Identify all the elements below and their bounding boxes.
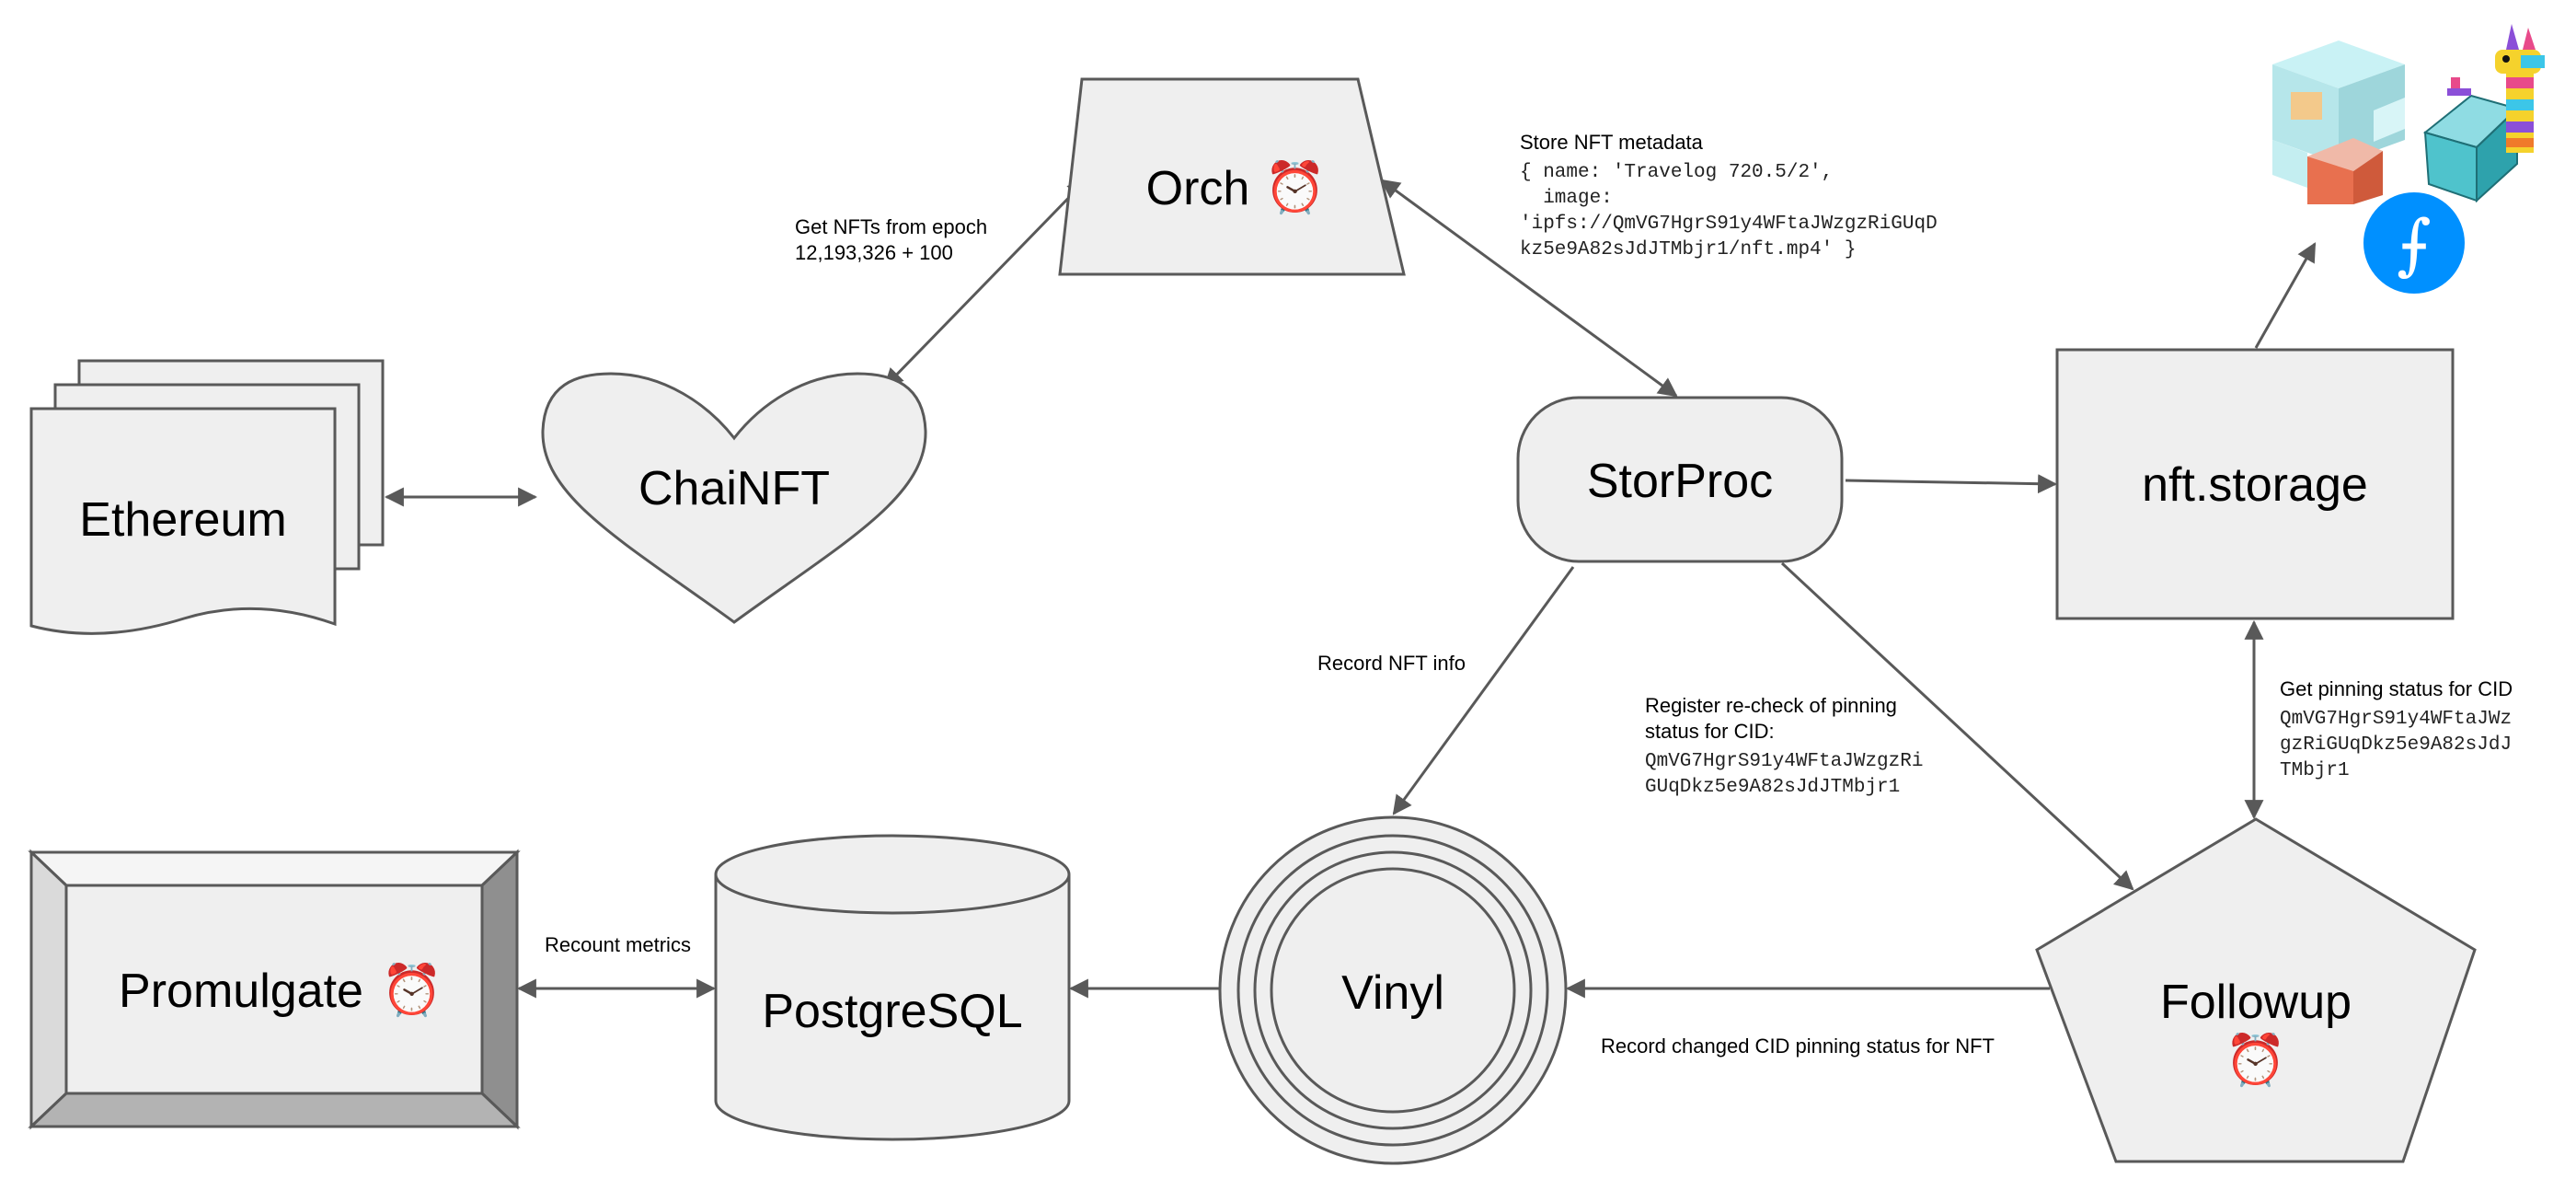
get-pinning-code2: gzRiGUqDkz5e9A82sJdJ <box>2280 734 2512 756</box>
register-recheck-line2: status for CID: <box>1645 720 1775 743</box>
postgresql-label: PostgreSQL <box>762 985 1022 1038</box>
filecoin-icon: ⨍ <box>2363 192 2465 294</box>
nftstorage-label: nft.storage <box>2142 458 2368 512</box>
promulgate-label: Promulgate <box>119 965 363 1018</box>
postgresql-node: PostgreSQL <box>714 834 1071 1141</box>
edges <box>384 179 2317 999</box>
vinyl-label: Vinyl <box>1341 966 1444 1020</box>
pinata-llama-icon <box>2447 24 2545 153</box>
chainft-label: ChaiNFT <box>638 462 830 515</box>
edge-orch-storproc <box>1380 179 1678 398</box>
get-pinning-code1: QmVG7HgrS91y4WFtaJWz <box>2280 709 2512 730</box>
store-metadata-code2: image: <box>1520 188 1613 209</box>
promulgate-node: Promulgate ⏰ <box>28 849 521 1130</box>
ethereum-node: Ethereum <box>29 359 385 635</box>
promulgate-alarm-icon: ⏰ <box>381 960 443 1018</box>
get-pinning-code3: TMbjr1 <box>2280 760 2350 781</box>
filecoin-glyph: ⨍ <box>2397 205 2432 283</box>
edge-labels: Get NFTs from epoch 12,193,326 + 100 Sto… <box>545 131 2513 1058</box>
chainft-node: ChaiNFT <box>541 372 927 624</box>
nftstorage-node: nft.storage <box>2055 348 2455 620</box>
orch-node: Orch ⏰ <box>1058 77 1406 276</box>
record-changed-label: Record changed CID pinning status for NF… <box>1601 1034 1995 1058</box>
orch-alarm-icon: ⏰ <box>1264 157 1326 215</box>
edge-storproc-nftstorage <box>1845 474 2058 494</box>
followup-label: Followup <box>2160 976 2352 1029</box>
edge-nftstorage-logos <box>2254 242 2317 349</box>
register-recheck-code2: GUqDkz5e9A82sJdJTMbjr1 <box>1645 777 1900 798</box>
ipfs-cubes-icon <box>2272 40 2405 204</box>
vinyl-node: Vinyl <box>1218 815 1568 1165</box>
storage-logos: ⨍ <box>2272 24 2545 294</box>
get-pinning-title: Get pinning status for CID <box>2280 677 2513 700</box>
edge-storproc-vinyl <box>1392 566 1575 815</box>
get-nfts-label-line1: Get NFTs from epoch <box>795 215 987 238</box>
storproc-node: StorProc <box>1516 396 1844 563</box>
storproc-label: StorProc <box>1587 455 1773 508</box>
orch-label: Orch <box>1146 162 1250 215</box>
record-nft-info-label: Record NFT info <box>1317 652 1466 675</box>
edge-chainft-orch <box>883 179 1087 388</box>
recount-metrics-label: Recount metrics <box>545 933 691 956</box>
get-nfts-label-line2: 12,193,326 + 100 <box>795 241 953 264</box>
store-metadata-title: Store NFT metadata <box>1520 131 1704 154</box>
ethereum-label: Ethereum <box>79 493 286 547</box>
followup-alarm-icon: ⏰ <box>2225 1030 2286 1088</box>
store-metadata-code3: 'ipfs://QmVG7HgrS91y4WFtaJWzgzRiGUqD <box>1520 214 1938 235</box>
teal-cube-icon <box>2422 94 2519 203</box>
register-recheck-line1: Register re-check of pinning <box>1645 694 1897 717</box>
followup-node: Followup ⏰ <box>2035 817 2477 1163</box>
store-metadata-code4: kz5e9A82sJdJTMbjr1/nft.mp4' } <box>1520 239 1856 260</box>
store-metadata-code1: { name: 'Travelog 720.5/2', <box>1520 162 1833 183</box>
register-recheck-code1: QmVG7HgrS91y4WFtaJWzgzRi <box>1645 751 1923 772</box>
edge-storproc-followup <box>1780 561 2134 891</box>
